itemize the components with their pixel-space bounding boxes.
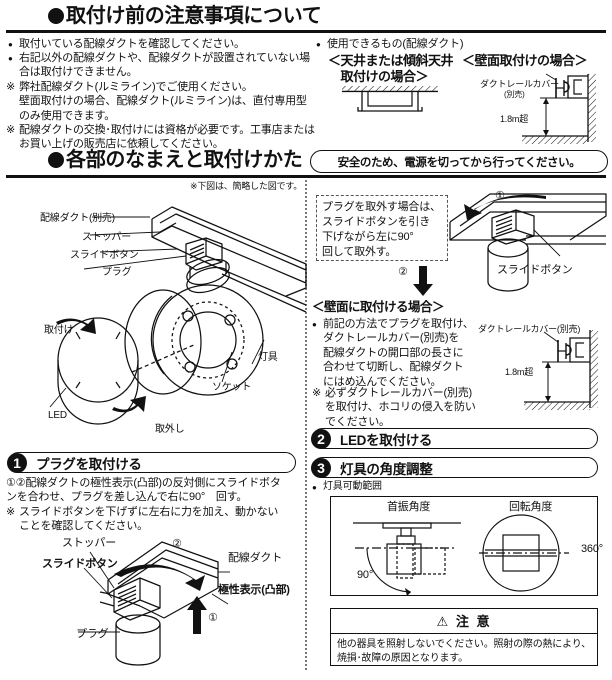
angle-diagram-box: 首振角度 回転角度 (330, 496, 603, 596)
caution-box: ⚠ 注 意 他の器具を照射しないでください。照射の際の熱により、 焼損･故障の原… (330, 608, 598, 666)
swing-angle-title: 首振角度 (387, 501, 431, 513)
wall-case-item: 前記の方法でプラグを取付け、 ダクトレールカバー(別売)を 配線ダクトの開口部の… (312, 317, 503, 389)
label-plug: プラグ (102, 267, 132, 278)
rotate-angle-title: 回転角度 (509, 501, 553, 513)
safety-note-text: 安全のため、電源を切ってから行ってください。 (337, 156, 581, 169)
plug-removal-callout: プラグを取外す場合は、 スライドボタンを引き 下げながら左に90° 回して取外す… (316, 195, 448, 261)
step-2-number: 2 (311, 428, 331, 449)
step1-label-slide-button: スライドボタン (42, 558, 118, 570)
down-arrow-removal (412, 266, 434, 296)
label-socket: ソケット (212, 382, 252, 393)
wall-cover-label: ダクトレールカバー(別売) (478, 324, 581, 334)
section1-item-1: 右記以外の配線ダクトや、配線ダクトが設置されていない場合は取付けできません。 (8, 51, 314, 80)
section1-title: 取付け前の注意事項について (66, 5, 322, 27)
cover-sublabel-top: (別売) (504, 90, 525, 99)
wall-case-title: ＜壁面に取付ける場合＞ (312, 300, 445, 314)
label-led: LED (48, 410, 67, 421)
label-duct: 配線ダクト(別売) (40, 213, 115, 224)
step1-marker-2: ② (172, 538, 182, 550)
label-slide-button-removal: スライドボタン (497, 264, 573, 276)
label-attach: 取付け (44, 325, 74, 336)
step-3-number: 3 (311, 457, 331, 478)
case-wall-label: ＜壁面取付けの場合＞ (462, 53, 588, 68)
label-fixture: 灯具 (258, 352, 278, 363)
section1-note-1: 配線ダクトの交換･取付けには資格が必要です。工事店またはお買い上げの販売店に依頼… (6, 123, 317, 152)
simplified-note: ※下図は、簡略した図です。 (190, 181, 303, 191)
swing-angle-value: 90° (357, 569, 374, 581)
wall-mount-figure-bottom (478, 330, 612, 416)
bullet-icon (48, 8, 64, 24)
section1-heading: 取付け前の注意事項について (48, 6, 322, 26)
marker-2-removal: ② (398, 266, 408, 278)
wall-height-label: 1.8m超 (505, 367, 534, 377)
rotate-angle-value: 360° (581, 543, 603, 555)
step1-label-stopper: ストッパー (62, 537, 116, 549)
height-label-top: 1.8m超 (500, 114, 529, 124)
section1-item-0: 取付いている配線ダクトを確認してください。 (8, 37, 309, 53)
safety-note-pill: 安全のため、電源を切ってから行ってください。 (310, 150, 608, 173)
warning-triangle-icon: ⚠ (436, 614, 451, 629)
case-ceiling-label: ＜天井または傾斜天井 取付けの場合＞ (328, 53, 454, 84)
fixture-exploded-figure (0, 192, 307, 444)
label-slide-button: スライドボタン (70, 250, 139, 261)
caution-header: ⚠ 注 意 (331, 609, 597, 634)
step-1-up-arrow (186, 596, 208, 634)
step-1-body: ①②配線ダクトの極性表示(凸部)の反対側にスライドボタ ンを合わせ、プラグを差し… (6, 477, 281, 504)
step-3: 3 灯具の角度調整 (311, 457, 598, 478)
step-1-label: プラグを取付ける (36, 456, 142, 472)
caution-title: 注 意 (455, 614, 492, 629)
step-1-number: 1 (7, 452, 27, 473)
section2-title: 各部のなまえと取付けかた (66, 149, 303, 171)
step-2-label: LEDを取付ける (340, 432, 433, 448)
wall-mount-figure-top (468, 73, 612, 146)
ceiling-duct-figure (340, 84, 460, 126)
section2-heading: 各部のなまえと取付けかた (48, 149, 303, 171)
step-1-note: スライドボタンを下げずに左右に力を加え、動かない ことを確認してください。 (6, 505, 315, 534)
step1-label-duct: 配線ダクト (228, 552, 282, 564)
step1-label-plug: プラグ (76, 628, 109, 640)
section1-rule (6, 30, 606, 33)
caution-body: 他の器具を照射しないでください。照射の際の熱により、 焼損･故障の原因となります… (337, 639, 591, 664)
step-1-figure (78, 532, 234, 666)
step-3-label: 灯具の角度調整 (340, 461, 433, 477)
cover-label-top: ダクトレールカバー (480, 79, 559, 89)
step1-label-polarity: 極性表示(凸部) (218, 584, 290, 596)
section2-rule (6, 175, 606, 178)
plug-removal-figure (430, 182, 612, 292)
bullet-icon-2 (48, 152, 64, 168)
section1-note-0: 弊社配線ダクト(ルミライン)でご使用ください。 壁面取付けの場合、配線ダクト(ル… (6, 80, 317, 123)
label-detach: 取外し (155, 424, 185, 435)
column-divider (305, 180, 307, 670)
step-3-range-title: 灯具可動範囲 (312, 480, 523, 496)
marker-1-removal: ① (495, 190, 505, 202)
step-2: 2 LEDを取付ける (311, 428, 598, 449)
label-stopper: ストッパー (82, 232, 131, 243)
section1-right-title: 使用できるもの(配線ダクト) (316, 37, 607, 53)
wall-case-note: 必ずダクトレールカバー(別売) を取付け、ホコリの侵入を防い でください。 (312, 386, 511, 429)
rotate-angle-figure (477, 513, 577, 593)
swing-angle-figure (349, 515, 469, 596)
step1-marker-1: ① (208, 612, 218, 624)
step-1: 1 プラグを取付ける (7, 452, 296, 473)
